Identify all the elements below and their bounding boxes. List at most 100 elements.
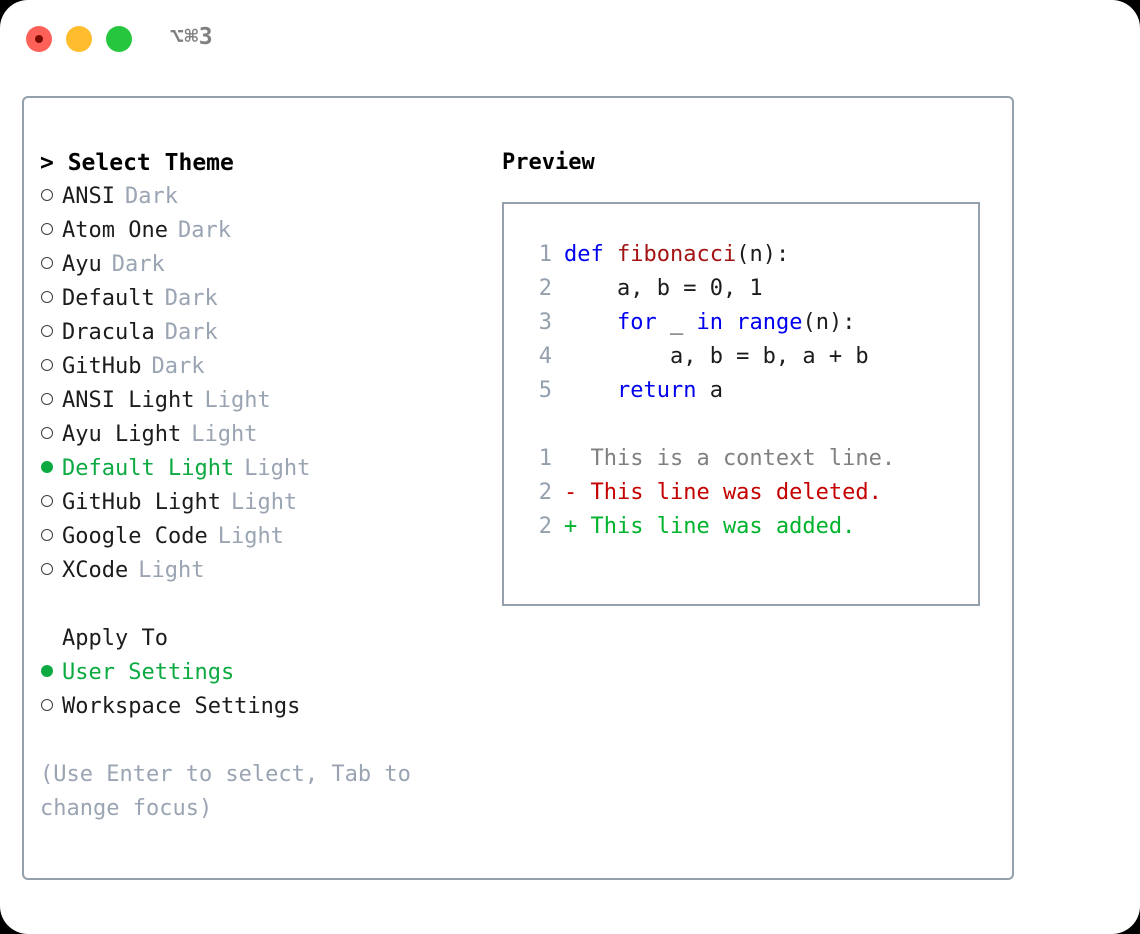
preview-title: Preview bbox=[502, 150, 595, 175]
apply-option-user-settings[interactable]: User Settings bbox=[40, 656, 492, 690]
radio-ring-icon bbox=[41, 495, 53, 507]
line-number: 2 bbox=[538, 480, 552, 505]
code-text: for _ in range(n): bbox=[564, 306, 855, 340]
theme-item-default-light[interactable]: Default Light Light bbox=[40, 452, 492, 486]
line-number: 1 bbox=[538, 446, 552, 471]
radio-filled-icon bbox=[41, 461, 53, 473]
code-line: 5 return a bbox=[518, 374, 978, 408]
variant-badge: Dark bbox=[177, 218, 231, 243]
line-number: 2 bbox=[538, 514, 552, 539]
code-text: a, b = b, a + b bbox=[564, 340, 869, 374]
theme-item-github-light[interactable]: GitHub Light Light bbox=[40, 486, 492, 520]
item-label: ANSI Light bbox=[62, 388, 195, 413]
radio-filled-icon bbox=[41, 665, 53, 677]
item-label: Atom One bbox=[62, 218, 168, 243]
token-plain: _ bbox=[656, 310, 697, 335]
variant-badge: Light bbox=[244, 456, 311, 481]
line-number: 3 bbox=[538, 310, 552, 335]
code-diff-spacer bbox=[518, 408, 978, 442]
keyboard-hint-text: (Use Enter to select, Tab to change focu… bbox=[40, 762, 411, 821]
theme-item-ansi[interactable]: ANSI Dark bbox=[40, 180, 492, 214]
code-line: 1 def fibonacci(n): bbox=[518, 238, 978, 272]
close-icon bbox=[35, 35, 43, 43]
theme-item-google-code[interactable]: Google Code Light bbox=[40, 520, 492, 554]
token-kw: for bbox=[616, 310, 657, 335]
item-label: Default Light bbox=[62, 456, 235, 481]
item-label: Ayu Light bbox=[62, 422, 182, 447]
token-kw: def bbox=[564, 242, 617, 267]
radio-ring-icon bbox=[41, 427, 53, 439]
token-plain: a, b = b, a + b bbox=[564, 344, 869, 369]
item-label: Dracula bbox=[62, 320, 155, 345]
item-label: GitHub Light bbox=[62, 490, 221, 515]
variant-badge: Light bbox=[191, 422, 258, 447]
variant-badge: Dark bbox=[164, 320, 218, 345]
radio-ring-icon bbox=[41, 257, 53, 269]
section-spacer bbox=[40, 588, 492, 622]
code-line: 2 a, b = 0, 1 bbox=[518, 272, 978, 306]
radio-ring-icon bbox=[41, 359, 53, 371]
line-number: 4 bbox=[538, 344, 552, 369]
radio-ring-icon bbox=[41, 563, 53, 575]
theme-item-ansi-light[interactable]: ANSI Light Light bbox=[40, 384, 492, 418]
theme-list-header: > Select Theme bbox=[40, 150, 234, 176]
variant-badge: Dark bbox=[151, 354, 205, 379]
variant-badge: Dark bbox=[111, 252, 165, 277]
minimize-window-button[interactable] bbox=[66, 26, 92, 52]
line-number: 2 bbox=[538, 276, 552, 301]
diff-preview: 1 This is a context line. 2 - This line wa… bbox=[518, 442, 978, 544]
close-window-button[interactable] bbox=[26, 26, 52, 52]
item-label: XCode bbox=[62, 558, 129, 583]
token-fn: fibonacci bbox=[616, 242, 737, 267]
radio-ring-icon bbox=[41, 325, 53, 337]
apply-option-workspace-settings[interactable]: Workspace Settings bbox=[40, 690, 492, 724]
diff-line-ctx: 1 This is a context line. bbox=[518, 442, 978, 476]
item-label: Default bbox=[62, 286, 155, 311]
theme-item-xcode[interactable]: XCode Light bbox=[40, 554, 492, 588]
token-kw: in bbox=[696, 310, 723, 335]
token-plain bbox=[564, 310, 617, 335]
radio-ring-icon bbox=[41, 291, 53, 303]
variant-badge: Light bbox=[138, 558, 205, 583]
token-kw: range bbox=[736, 310, 803, 335]
diff-text: - This line was deleted. bbox=[564, 480, 882, 505]
radio-ring-icon bbox=[41, 189, 53, 201]
token-plain: (n): bbox=[736, 242, 790, 267]
line-number: 1 bbox=[538, 242, 552, 267]
maximize-window-button[interactable] bbox=[106, 26, 132, 52]
variant-badge: Light bbox=[230, 490, 298, 515]
radio-ring-icon bbox=[41, 393, 53, 405]
item-label: User Settings bbox=[62, 660, 235, 685]
radio-ring-icon bbox=[41, 699, 53, 711]
token-plain bbox=[723, 310, 736, 335]
item-label: Google Code bbox=[62, 524, 208, 549]
title-bar: ⌥⌘3 bbox=[0, 0, 1140, 78]
token-plain bbox=[564, 378, 617, 403]
code-text: def fibonacci(n): bbox=[564, 238, 789, 272]
item-label: Workspace Settings bbox=[62, 694, 301, 719]
variant-badge: Light bbox=[217, 524, 284, 549]
variant-badge: Light bbox=[204, 388, 271, 413]
variant-badge: Dark bbox=[124, 184, 178, 209]
diff-text: + This line was added. bbox=[564, 514, 856, 539]
theme-item-atom-one[interactable]: Atom One Dark bbox=[40, 214, 492, 248]
code-text: return a bbox=[564, 374, 723, 408]
diff-line-add: 2 + This line was added. bbox=[518, 510, 978, 544]
radio-ring-icon bbox=[41, 223, 53, 235]
radio-ring-icon bbox=[41, 529, 53, 541]
code-text: a, b = 0, 1 bbox=[564, 272, 763, 306]
token-plain: a, b = 0, 1 bbox=[564, 276, 763, 301]
item-label: ANSI bbox=[62, 184, 115, 209]
theme-item-dracula[interactable]: Dracula Dark bbox=[40, 316, 492, 350]
theme-item-ayu-light[interactable]: Ayu Light Light bbox=[40, 418, 492, 452]
